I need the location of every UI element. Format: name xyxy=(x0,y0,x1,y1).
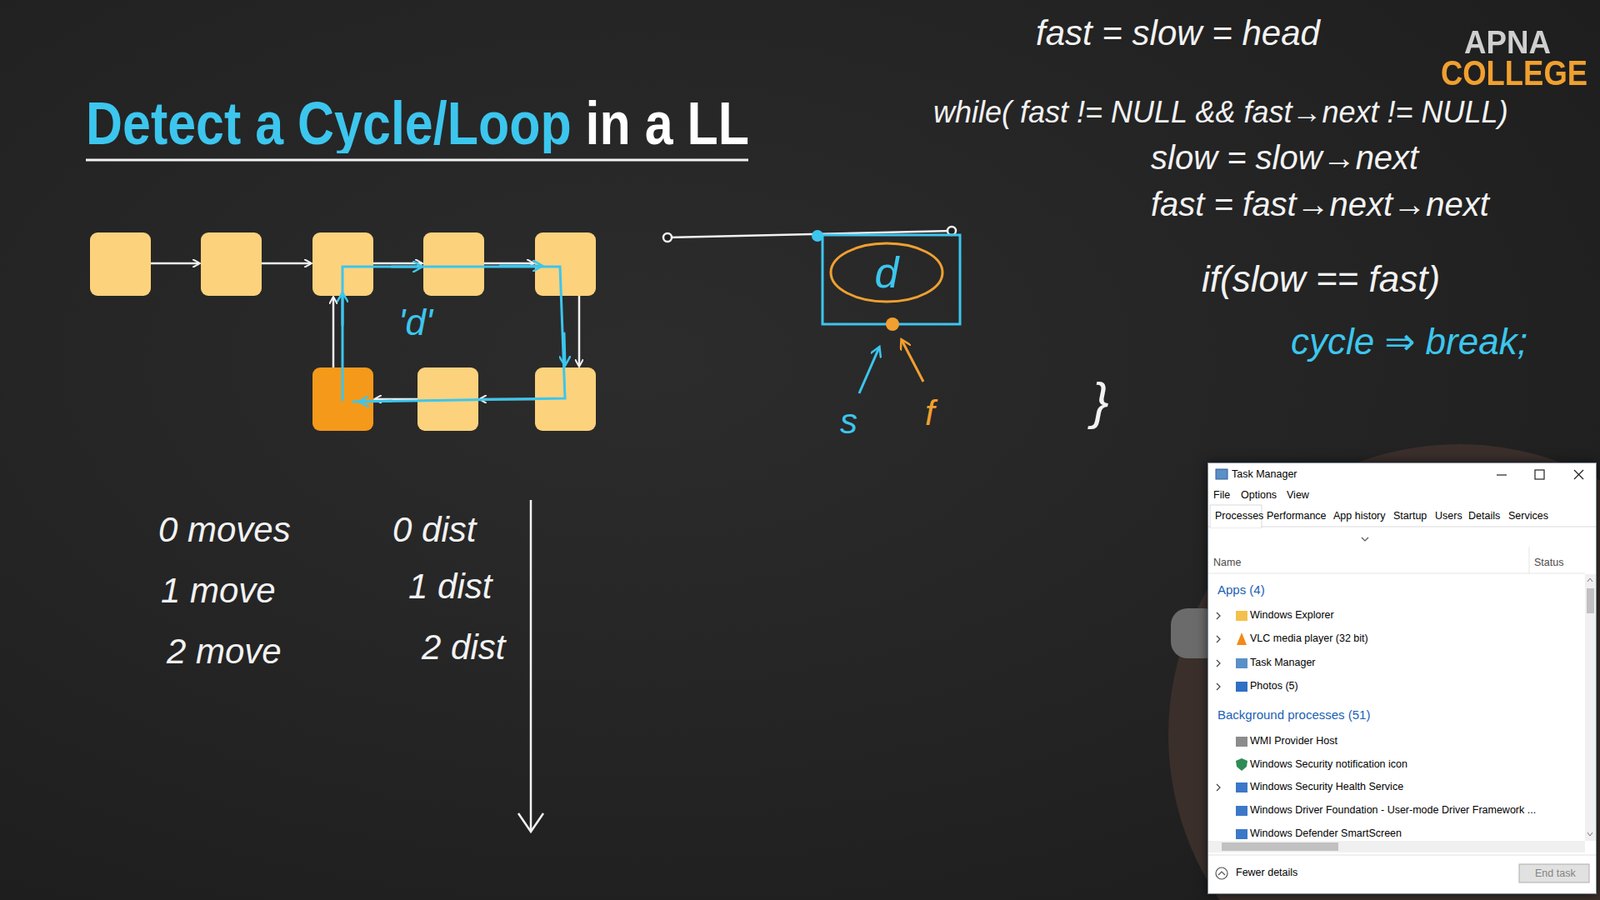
code-line: } xyxy=(1091,370,1110,430)
list-arrows xyxy=(150,263,580,400)
loop-rect xyxy=(822,235,960,325)
button-label: End task xyxy=(1535,867,1576,880)
code-line: fast = fast→next→next xyxy=(1150,185,1490,224)
cycle-loop xyxy=(342,265,565,402)
node-label: d xyxy=(875,250,900,295)
start-dot xyxy=(663,233,672,242)
title-underline xyxy=(85,159,749,162)
table-cell: 1 dist xyxy=(408,566,492,607)
tab-label: App history xyxy=(1333,510,1386,522)
group-header: Background processes (51) xyxy=(1217,707,1370,722)
loop-ellipse: d xyxy=(829,241,945,304)
process-name: Windows Driver Foundation - User-mode Dr… xyxy=(1250,804,1536,816)
menu-item: View xyxy=(1286,489,1310,501)
process-name: Windows Security Health Service xyxy=(1250,780,1404,793)
tab-label: Startup xyxy=(1393,510,1427,522)
presenter-webcam xyxy=(1168,444,1600,900)
pointer-label: f xyxy=(925,393,935,434)
menu-item: Options xyxy=(1240,489,1277,501)
chalk-note: 'd' xyxy=(398,301,433,345)
column-header: Status xyxy=(1534,556,1564,569)
code-line: cycle ⇒ break; xyxy=(1290,320,1528,364)
process-name: Task Manager xyxy=(1250,656,1316,669)
menu-item: File xyxy=(1213,489,1230,501)
process-name: VLC media player (32 bit) xyxy=(1250,632,1369,645)
time-arrow xyxy=(530,500,533,830)
task-manager-window: Task ManagerFileOptionsViewProcessesPerf… xyxy=(1207,462,1597,895)
details-toggle: Fewer details xyxy=(1235,866,1298,879)
process-name: Windows Defender SmartScreen xyxy=(1250,827,1402,840)
meet-dot xyxy=(885,317,900,331)
column-header: Name xyxy=(1213,556,1241,569)
code-line: fast = slow = head xyxy=(1035,13,1320,54)
watermark: COLLEGE xyxy=(1440,53,1588,94)
process-name: Windows Security notification icon xyxy=(1250,758,1408,770)
table-cell: 2 move xyxy=(166,631,282,672)
code-line: if(slow == fast) xyxy=(1201,258,1440,301)
tab-label: Details xyxy=(1468,510,1500,522)
loop-entry-dot xyxy=(811,230,824,242)
process-name: Windows Explorer xyxy=(1250,609,1335,621)
fast-pointer xyxy=(901,340,924,382)
window-title: Task Manager xyxy=(1231,468,1298,480)
table-cell: 1 move xyxy=(160,570,276,611)
tab-label: Processes xyxy=(1215,510,1264,522)
slow-pointer xyxy=(859,347,880,394)
table-cell: 2 dist xyxy=(421,627,505,668)
group-header: Apps (4) xyxy=(1217,582,1265,597)
code-line: slow = slow→next xyxy=(1150,138,1419,177)
tab-label: Users xyxy=(1435,510,1463,522)
time-arrow-head xyxy=(518,813,544,832)
tab-label: Services xyxy=(1508,510,1549,522)
code-line: while( fast != NULL && fast→next != NULL… xyxy=(933,95,1509,130)
title: Detect a Cycle/Loop in a LL xyxy=(85,93,750,154)
pointer-label: s xyxy=(840,401,858,442)
list-nodes xyxy=(90,232,596,431)
process-name: Photos (5) xyxy=(1250,680,1299,692)
process-name: WMI Provider Host xyxy=(1250,735,1338,747)
table-cell: 0 dist xyxy=(392,510,476,550)
tab-label: Performance xyxy=(1266,510,1327,522)
table-cell: 0 moves xyxy=(158,510,291,550)
